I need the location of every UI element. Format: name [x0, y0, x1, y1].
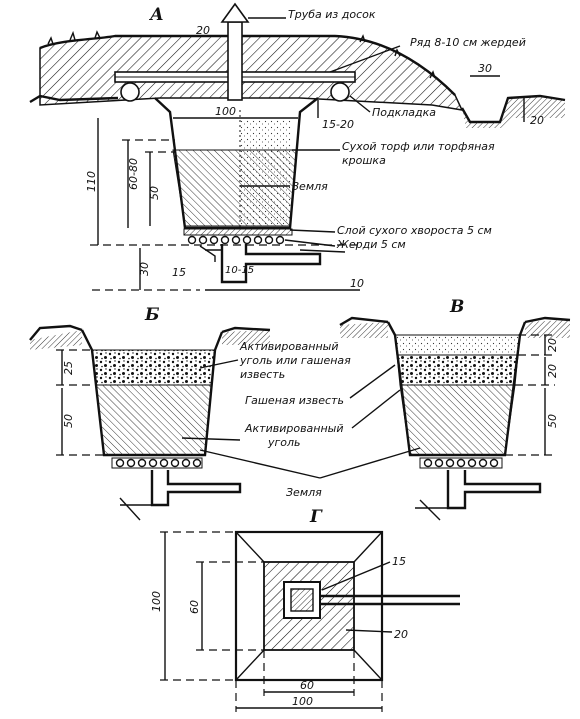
drain-channel: [220, 244, 322, 284]
dim-15: 15: [172, 266, 186, 279]
v-dim-50: 50: [546, 414, 559, 428]
plan-g: Г 15 20 100 60 60: [150, 507, 460, 712]
plan-dim-60-bottom: 60: [300, 679, 314, 692]
dim-20-top: 20: [196, 24, 210, 37]
poles-row: [187, 235, 285, 245]
labels-bv: Активированный уголь или гашеная известь…: [181, 340, 421, 499]
label-brushwood: Слой сухого хвороста 5 см: [337, 224, 492, 237]
label-activated-carbon: Активированный: [244, 422, 344, 435]
section-b: Б 25 50: [29, 305, 271, 521]
view-label-g: Г: [309, 507, 323, 527]
label-earth-a: Земля: [292, 180, 328, 193]
view-label-a: А: [148, 5, 164, 25]
b-dim-50: 50: [62, 414, 75, 428]
plan-dim-15: 15: [392, 555, 406, 568]
label-activated-or-lime: Активированный: [239, 340, 339, 353]
pit-wall: [154, 97, 319, 230]
dim-10: 10: [350, 277, 364, 290]
label-row-poles: Ряд 8-10 см жердей: [410, 36, 526, 49]
dim-110: 110: [85, 171, 98, 192]
dim-10-15: 10-15: [225, 265, 254, 276]
dim-60-80: 60-80: [127, 158, 140, 190]
plan-dim-100-left: 100: [150, 591, 163, 612]
label-slaked-lime: Гашеная известь: [245, 394, 344, 407]
b-dim-25: 25: [62, 361, 75, 375]
label-earth-bv: Земля: [286, 486, 322, 499]
label-activated-carbon-2: уголь: [267, 436, 301, 449]
dim-100: 100: [215, 105, 236, 118]
dim-50: 50: [148, 186, 161, 200]
dim-30-ditch: 30: [478, 62, 492, 75]
v-dim-20a: 20: [546, 338, 559, 352]
label-dry-peat: Сухой торф или торфяная: [342, 140, 495, 153]
ditch-soil: [462, 96, 565, 128]
pit-b-poles: [115, 458, 202, 468]
section-v: В 20 20 50: [339, 297, 571, 521]
v-dim-20b: 20: [546, 364, 559, 378]
label-dry-peat-2: крошка: [342, 154, 386, 167]
mound-outline: [39, 34, 456, 96]
plan-dim-20: 20: [394, 628, 408, 641]
label-activated-or-lime-2: уголь или гашеная: [239, 354, 351, 367]
pit-b-earth: [95, 384, 213, 456]
section-a: А: [29, 2, 566, 291]
pit-b-activated-layer: [91, 349, 216, 386]
plan-dim-100-bottom: 100: [292, 695, 313, 708]
support-log-right: [330, 82, 350, 102]
pit-v-lime-layer: [394, 334, 521, 356]
plan-dim-60-left: 60: [188, 600, 201, 614]
label-activated-or-lime-3: известь: [240, 368, 285, 381]
pit-v-activated-layer: [396, 354, 519, 386]
brushwood-layer: [183, 228, 293, 236]
label-pipe: Труба из досок: [288, 8, 376, 21]
vent-pipe: [227, 21, 243, 101]
pit-b-drain: [150, 470, 242, 507]
label-liner: Подкладка: [372, 106, 436, 119]
dim-30-left: 30: [138, 262, 151, 276]
pit-v-drain: [446, 470, 542, 510]
ground-left: [29, 94, 119, 104]
label-poles: Жерди 5 см: [336, 238, 406, 251]
pit-v-poles: [423, 458, 499, 468]
grass-tufts: [47, 30, 436, 79]
view-label-b: Б: [144, 305, 160, 325]
dry-peat-column: [240, 118, 292, 226]
support-log-left: [120, 82, 140, 102]
dim-20-ditch: 20: [530, 114, 544, 127]
vent-pipe-cap-icon: [220, 2, 250, 23]
dim-15-20: 15-20: [322, 118, 354, 131]
plan-pipe-inner: [290, 588, 314, 612]
pit-v-earth: [399, 384, 516, 456]
view-label-v: В: [449, 297, 464, 317]
